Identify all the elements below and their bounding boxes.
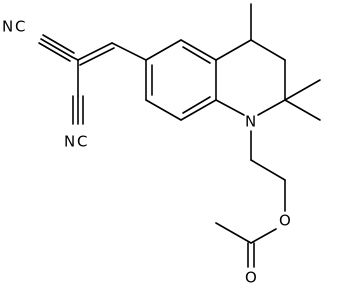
bond-aromatic [180, 99, 217, 121]
bond-methyl [284, 99, 321, 121]
bond-single [250, 39, 286, 61]
bond-group [38, 3, 321, 268]
atom-ester-oxygen: O [279, 212, 291, 230]
bond-single [71, 56, 79, 61]
atom-carbonyl-oxygen: O [245, 269, 257, 287]
bond-single [250, 159, 286, 181]
bond-single [250, 228, 277, 244]
bond-nitrile-1 [38, 42, 71, 62]
atom-nitrile-nitrogen-2: N [64, 133, 75, 151]
bond-alkene [77, 42, 113, 61]
bond-aromatic [145, 99, 182, 121]
atom-labels: N C N C N O O [2, 18, 291, 287]
bond-single [111, 42, 147, 61]
bond-alkene [79, 47, 115, 66]
atom-nitrile-nitrogen-1: N [2, 18, 13, 36]
bond-nitrile-1 [40, 38, 73, 58]
bond-single [215, 99, 245, 116]
bond-aromatic-inner [182, 96, 211, 114]
atom-ring-nitrogen: N [245, 113, 256, 131]
bond-single [215, 222, 252, 244]
atom-nitrile-carbon-2: C [77, 133, 87, 151]
bond-aromatic-inner [182, 46, 211, 64]
bond-aromatic [180, 39, 217, 61]
atom-nitrile-carbon-1: C [15, 18, 25, 36]
bond-aromatic [145, 39, 182, 61]
bond-nitrile-1 [42, 34, 75, 54]
bond-single [257, 99, 286, 116]
bond-single [215, 39, 252, 61]
bond-methyl [284, 79, 321, 101]
